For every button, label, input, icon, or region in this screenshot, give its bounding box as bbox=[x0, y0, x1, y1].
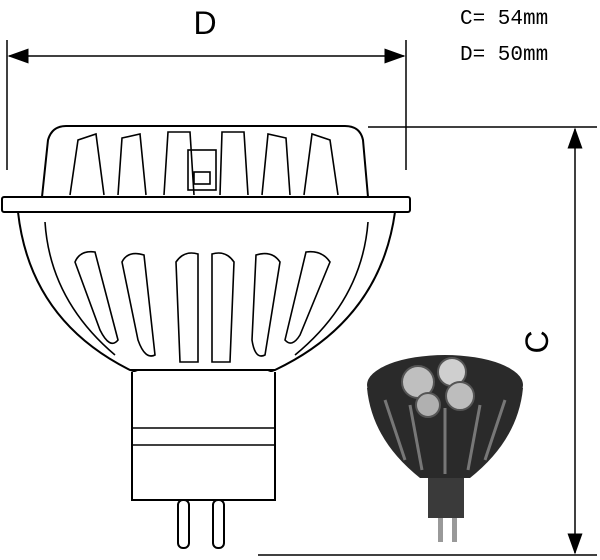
lamp-photo bbox=[367, 355, 523, 542]
width-dimension: D bbox=[6, 5, 407, 170]
spec-c: C= 54mm bbox=[460, 8, 548, 31]
height-label: C bbox=[519, 330, 555, 353]
spec-d: D= 50mm bbox=[460, 44, 548, 67]
height-dimension: C bbox=[258, 126, 597, 556]
width-label: D bbox=[193, 5, 216, 41]
lamp-line-drawing bbox=[1, 125, 411, 549]
